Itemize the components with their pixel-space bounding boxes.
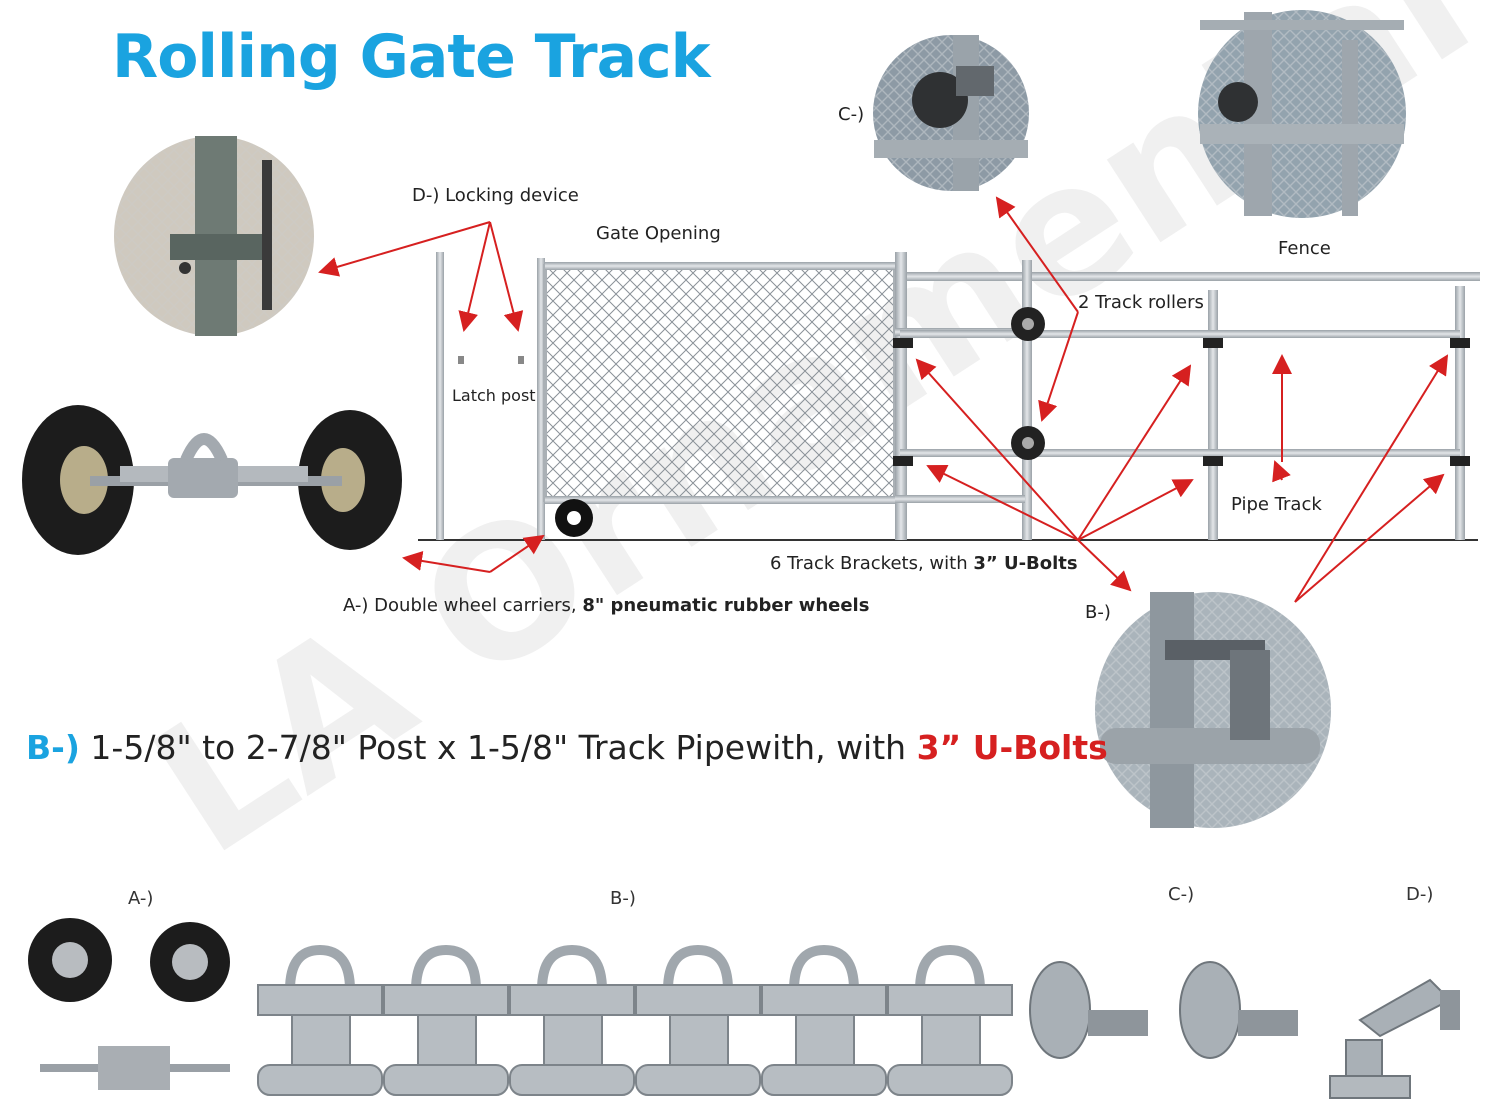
gate-end-post xyxy=(537,258,545,540)
fence-photo xyxy=(1198,10,1406,218)
wheel-carriers-label: A-) Double wheel carriers, 8" pneumatic … xyxy=(343,595,870,616)
fence-post xyxy=(1208,290,1218,540)
locking-device-photo xyxy=(114,136,314,336)
b-detail-label: B-) xyxy=(1085,602,1111,623)
part-rollers xyxy=(1029,961,1298,1059)
part-latch xyxy=(1329,978,1460,1099)
part-a-caption: A-) xyxy=(128,888,154,909)
fence-post xyxy=(1455,286,1465,540)
track-roller-photo xyxy=(873,35,1029,191)
track-rollers-label: 2 Track rollers xyxy=(1078,292,1204,313)
pipe-track-label: Pipe Track xyxy=(1231,494,1322,515)
part-brackets xyxy=(257,944,1013,1096)
fence-post xyxy=(895,252,907,540)
gate-panel xyxy=(543,264,897,502)
part-c-caption: C-) xyxy=(1168,884,1195,905)
spec-line: B-) 1-5/8" to 2-7/8" Post x 1-5/8" Track… xyxy=(26,728,1108,767)
latch-post xyxy=(436,252,444,540)
gate-opening-label: Gate Opening xyxy=(596,223,721,244)
arrows xyxy=(318,196,1449,603)
fence-label: Fence xyxy=(1278,238,1331,259)
locking-device-label: D-) Locking device xyxy=(412,185,579,206)
pipe-track-upper xyxy=(900,330,1460,338)
bracket-photo xyxy=(1095,592,1331,828)
latch-post-label: Latch post xyxy=(452,386,536,405)
roller-post xyxy=(1022,260,1032,540)
part-b-caption: B-) xyxy=(610,888,636,909)
part-wheels xyxy=(28,918,230,1090)
c-detail-label: C-) xyxy=(838,104,865,125)
page-title: Rolling Gate Track xyxy=(112,22,711,92)
pipe-track-lower xyxy=(900,449,1460,457)
wheel-carrier-photo xyxy=(22,405,402,555)
track-brackets-label: 6 Track Brackets, with 3” U-Bolts xyxy=(770,553,1078,574)
track-brackets xyxy=(893,338,1470,466)
fence-top-rail xyxy=(895,272,1480,281)
part-d-caption: D-) xyxy=(1406,884,1434,905)
